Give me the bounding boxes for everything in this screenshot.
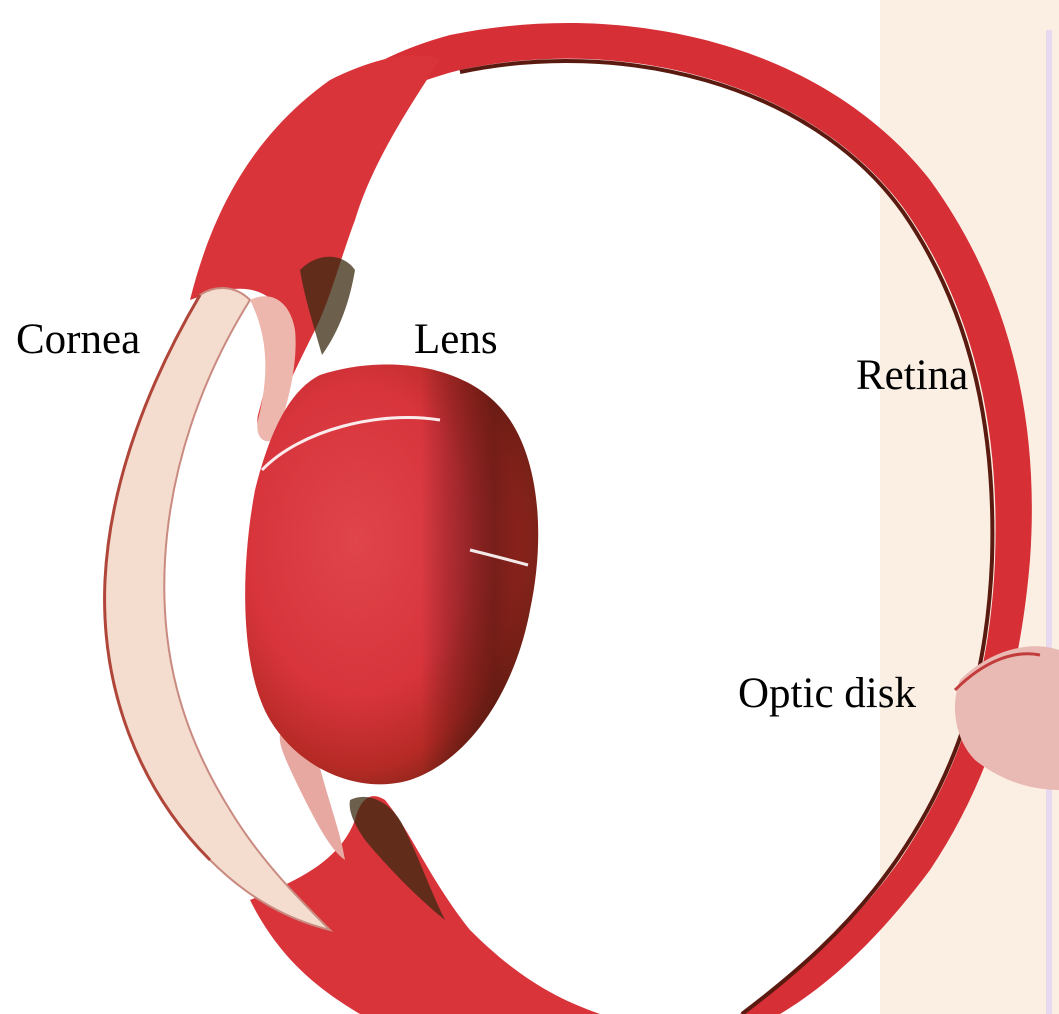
- lens-label: Lens: [414, 318, 498, 361]
- page-edge: [1046, 30, 1052, 1014]
- lens-shading: [245, 364, 538, 784]
- retina-label: Retina: [856, 354, 968, 397]
- cornea-label: Cornea: [16, 318, 140, 361]
- optic-disk-label: Optic disk: [738, 672, 916, 715]
